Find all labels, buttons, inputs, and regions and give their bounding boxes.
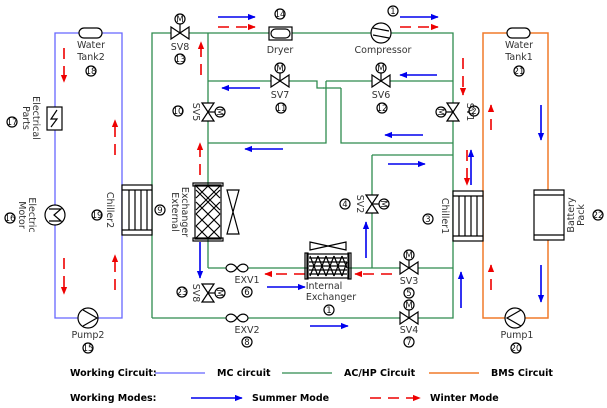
svg-text:M: M — [176, 15, 183, 25]
water-tank1-label-1: Water — [505, 40, 533, 51]
water-tank2-label-1: Water — [77, 40, 105, 51]
chiller2-number: 19 — [92, 211, 103, 221]
external-exchanger: External Exchanger — [169, 182, 240, 242]
electric-motor-number: 16 — [5, 214, 16, 224]
battery-pack: Battery Pack 22 — [533, 189, 604, 241]
electrical-parts-number: 17 — [7, 118, 18, 128]
internal-exchanger-label-1: Internal — [306, 281, 343, 292]
water-tank1-number: 21 — [514, 67, 525, 77]
battery-pack-label-1: Battery — [566, 197, 577, 233]
legend-summer-label: Summer Mode — [252, 393, 329, 404]
external-exchanger-number: 9 — [154, 204, 166, 216]
pump1-number: 20 — [511, 344, 522, 354]
water-tank2: Water Tank2 18 — [76, 27, 105, 77]
legend-working-circuit-label: Working Circuit: — [70, 368, 157, 379]
sv3-label: SV3 — [400, 276, 419, 287]
sv8-bottom-valve[interactable]: M SV8 23 — [176, 283, 226, 303]
pump2-label: Pump2 — [72, 330, 105, 341]
svg-text:M: M — [405, 301, 412, 311]
svg-text:M: M — [377, 64, 384, 74]
sv3-number: 5 — [406, 289, 411, 299]
legend: Working Circuit: MC circuit AC/HP Circui… — [70, 368, 553, 404]
legend-winter-label: Winter Mode — [430, 393, 499, 404]
electric-motor: Electric Motor 16 — [4, 197, 66, 233]
svg-text:M: M — [214, 289, 224, 296]
water-tank2-label-2: Tank2 — [76, 52, 105, 63]
exv1-label: EXV1 — [234, 275, 259, 286]
svg-text:M: M — [405, 251, 412, 261]
exv2-number: 8 — [244, 338, 249, 348]
flow-arrows — [60, 13, 545, 330]
compressor-number: 1 — [390, 7, 395, 17]
sv5-valve[interactable]: M SV5 10 — [172, 102, 226, 122]
sv6-number: 12 — [377, 104, 388, 114]
sv8-top-number: 13 — [175, 55, 186, 65]
pump1: Pump1 20 — [501, 307, 534, 354]
sv2-label: SV2 — [354, 195, 365, 214]
sv2-number: 4 — [342, 200, 347, 210]
sv5-number: 10 — [173, 107, 184, 117]
electrical-parts-label-1: Electrical — [30, 96, 41, 140]
internal-exchanger: Internal Exchanger 1 — [304, 241, 356, 316]
sv3-valve[interactable]: M SV3 5 — [399, 249, 419, 299]
sv5-label: SV5 — [190, 103, 201, 122]
sv8-bottom-label: SV8 — [190, 284, 201, 303]
exv2-valve[interactable]: EXV2 8 — [225, 313, 260, 348]
sv6-valve[interactable]: M SV6 12 — [371, 62, 391, 114]
exv1-number: 6 — [244, 288, 249, 298]
svg-text:M: M — [378, 200, 388, 207]
pump1-label: Pump1 — [501, 330, 534, 341]
sv8-bottom-number: 23 — [177, 288, 188, 298]
dryer-label: Dryer — [267, 45, 294, 56]
sv4-valve[interactable]: M SV4 7 — [399, 299, 419, 348]
svg-text:M: M — [435, 108, 445, 115]
legend-working-modes-label: Working Modes: — [70, 393, 156, 404]
sv6-label: SV6 — [372, 90, 391, 101]
water-tank2-number: 18 — [86, 67, 97, 77]
battery-pack-label-2: Pack — [576, 204, 587, 226]
chiller2-label: Chiller2 — [104, 192, 115, 228]
electric-motor-label-1: Electric — [26, 197, 37, 232]
sv7-label: SV7 — [271, 90, 290, 101]
dryer: 14 Dryer — [267, 8, 294, 56]
legend-achp-label: AC/HP Circuit — [344, 368, 416, 379]
legend-bms-label: BMS Circuit — [491, 368, 553, 379]
internal-exchanger-label-2: Exchanger — [306, 292, 356, 303]
svg-text:M: M — [214, 108, 224, 115]
legend-mc-label: MC circuit — [217, 368, 271, 379]
pump2-number: 15 — [83, 344, 94, 354]
internal-exchanger-number: 1 — [326, 306, 331, 316]
external-exchanger-label-2: Exchanger — [179, 187, 190, 237]
sv7-number: 11 — [276, 104, 287, 114]
sv1-valve[interactable]: M SV1 2 — [435, 102, 480, 122]
sv4-number: 7 — [406, 338, 411, 348]
external-exchanger-label-1: External — [169, 192, 180, 231]
water-tank1-label-2: Tank1 — [504, 52, 533, 63]
exv1-valve[interactable]: EXV1 6 — [225, 263, 260, 298]
svg-text:M: M — [276, 64, 283, 74]
sv8-top-valve[interactable]: M SV8 13 — [170, 13, 190, 65]
svg-text:9: 9 — [157, 206, 162, 216]
dryer-number: 14 — [275, 10, 286, 20]
sv8-top-label: SV8 — [171, 42, 190, 53]
sv7-valve[interactable]: M SV7 11 — [270, 62, 290, 114]
chiller1-label: Chiller1 — [439, 198, 450, 234]
electrical-parts: Electrical Parts 17 — [6, 96, 63, 140]
exv2-label: EXV2 — [234, 325, 259, 336]
compressor: 1 Compressor — [355, 5, 412, 56]
electric-motor-label-2: Motor — [16, 201, 27, 229]
sv2-valve[interactable]: M SV2 4 — [339, 194, 390, 214]
pump2: Pump2 15 — [72, 307, 105, 354]
chiller1-number: 3 — [425, 215, 430, 225]
electrical-parts-label-2: Parts — [20, 106, 31, 130]
chiller1: Chiller1 3 — [422, 190, 484, 242]
battery-pack-number: 22 — [593, 211, 604, 221]
sv1-number: 2 — [471, 107, 476, 117]
sv4-label: SV4 — [400, 325, 419, 336]
chiller2: Chiller2 19 — [91, 184, 153, 236]
compressor-label: Compressor — [355, 45, 412, 56]
water-tank1: Water Tank1 21 — [504, 27, 533, 77]
